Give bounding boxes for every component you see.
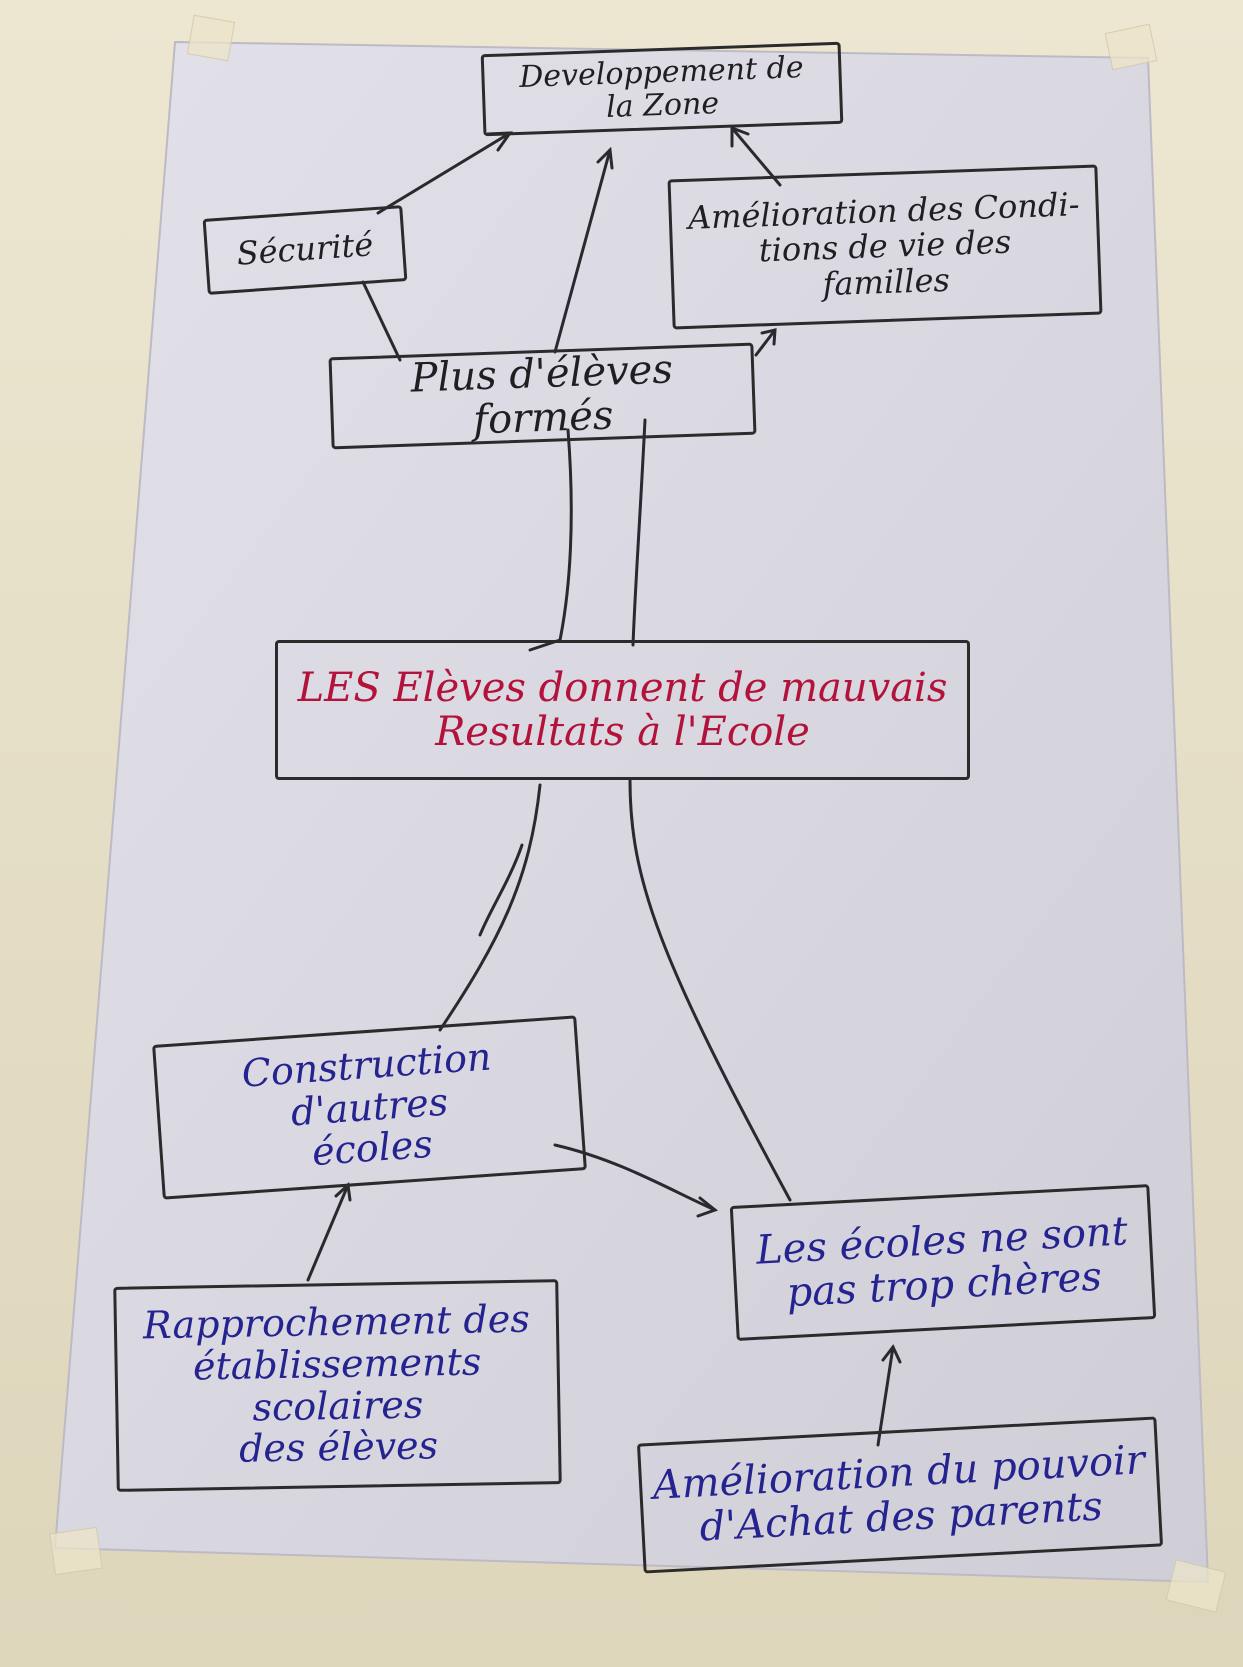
- node-security: Sécurité: [202, 205, 408, 295]
- arrow-living-to-development: [730, 126, 782, 187]
- arrow-proximity-to-build: [306, 1183, 350, 1282]
- trunk-up-right: [631, 418, 647, 647]
- root-left-branch: [478, 843, 524, 937]
- node-living-conditions: Amélioration des Condi- tions de vie des…: [667, 164, 1103, 330]
- arrowhead-living: [760, 328, 777, 346]
- line-students-to-security: [361, 280, 402, 362]
- arrow-students-to-living: [754, 328, 777, 357]
- node-proximity: Rapprochement des établissements scolair…: [113, 1279, 562, 1492]
- node-more-students: Plus d'élèves formés: [328, 342, 757, 450]
- arrow-security-to-development: [376, 131, 512, 215]
- arrowhead-development-left: [486, 131, 513, 152]
- node-development: Developpement de la Zone: [480, 41, 844, 137]
- arrowhead-build: [334, 1181, 352, 1202]
- node-bad-results: LES Elèves donnent de mauvais Resultats …: [275, 640, 970, 780]
- arrowhead-development-mid: [596, 146, 614, 170]
- root-right: [628, 778, 792, 1202]
- arrowhead-development-right: [730, 125, 750, 148]
- trunk-up-left: [528, 428, 573, 652]
- node-purchasing-power: Amélioration du pouvoir d'Achat des pare…: [636, 1416, 1164, 1574]
- node-schools-cost: Les écoles ne sont pas trop chères: [729, 1184, 1157, 1341]
- node-build-schools: Construction d'autres écoles: [152, 1015, 587, 1200]
- root-left: [438, 783, 542, 1032]
- arrow-build-to-cost: [553, 1143, 717, 1212]
- arrowhead-cost-bottom: [881, 1344, 902, 1364]
- arrowhead-cost: [696, 1196, 719, 1218]
- arrow-students-to-development: [553, 148, 612, 354]
- arrow-power-to-cost: [876, 1345, 895, 1447]
